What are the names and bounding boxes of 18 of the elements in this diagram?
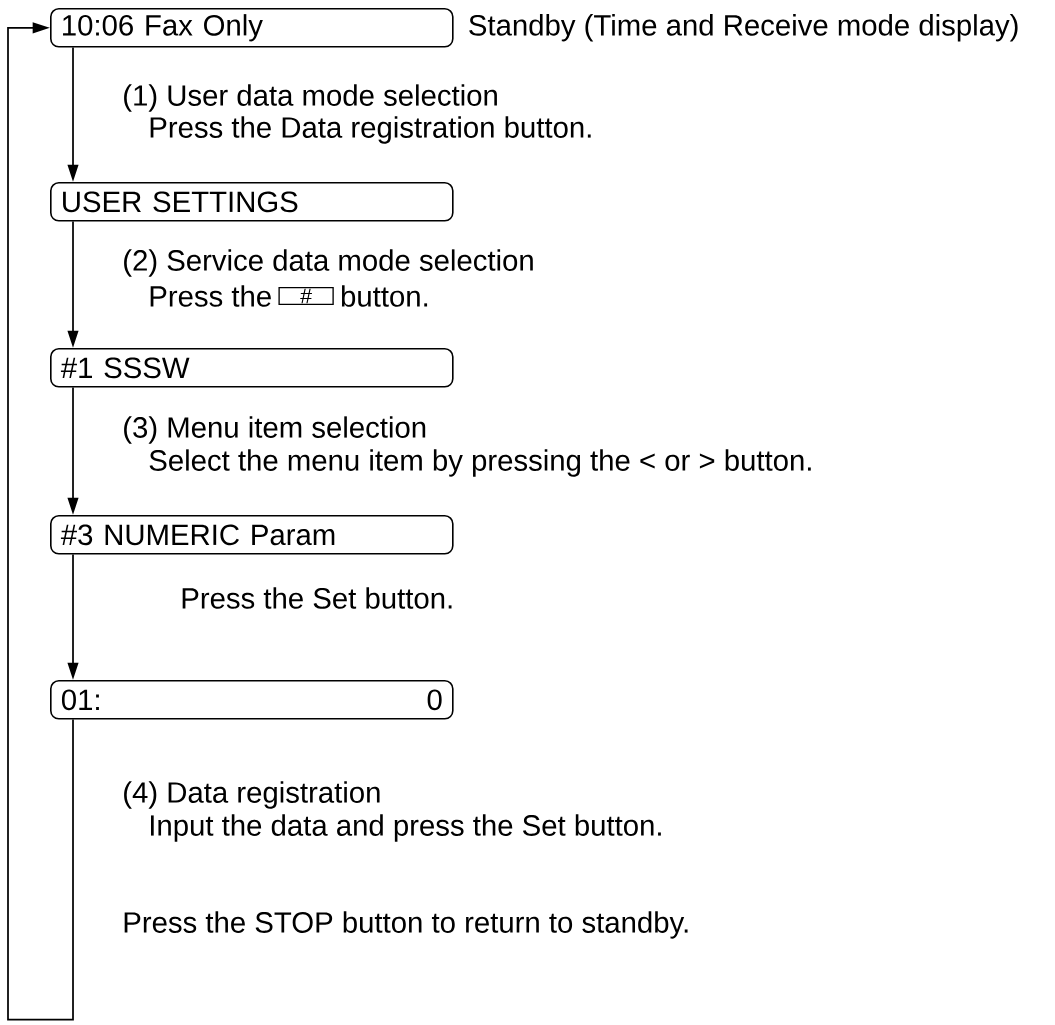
display-box: #1 SSSW [50,348,454,388]
display-box: 01: 0 [50,680,454,720]
instruction-text: Press the [150,285,271,307]
instruction-text: Press the Set button. [182,587,452,609]
instruction-text: (2) Service data mode selection [124,249,533,277]
display-box: #3 NUMERIC Param [50,515,454,555]
instruction-text: Select the menu item by pressing the < or > button. [149,449,811,477]
instruction-text: (1) User data mode selection [124,84,497,112]
instruction-text: Input the data and press the Set button. [150,814,661,842]
instruction-text: button. [341,285,428,307]
node-label: Standby (Time and Receive mode display) [469,14,1018,42]
arrow [7,22,74,1021]
instruction-text: Press the Data registration button. [150,116,591,144]
instruction-text: (3) Menu item selection [124,416,426,444]
instruction-text: (4) Data registration [124,781,380,809]
instruction-text: Press the STOP button to return to standby. [124,911,688,939]
display-box: 10:06 Fax Only [50,8,454,48]
display-box: USER SETTINGS [50,182,454,222]
